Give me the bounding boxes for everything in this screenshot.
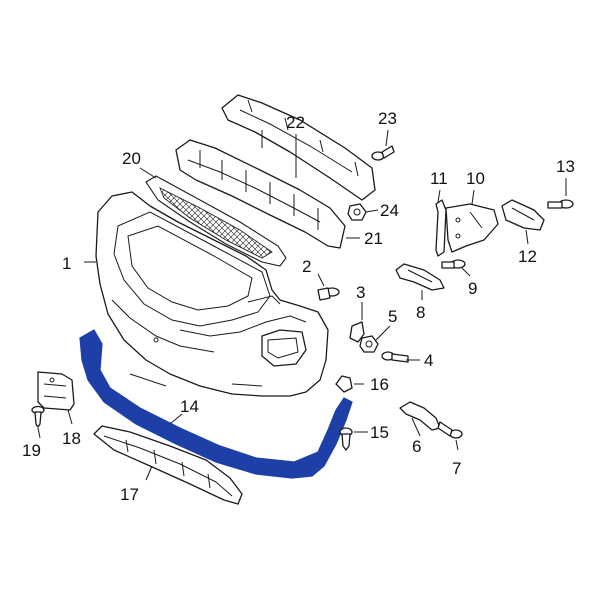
callout-14: 14 <box>180 397 199 416</box>
screw-2 <box>317 287 340 301</box>
callout-4: 4 <box>424 351 433 370</box>
callout-10: 10 <box>466 169 485 188</box>
callout-21: 21 <box>364 229 383 248</box>
callout-13: 13 <box>556 157 575 176</box>
leader-lines <box>37 129 567 481</box>
energy-absorber <box>175 139 346 249</box>
screw-13 <box>547 199 574 209</box>
side-bracket-6 <box>399 401 441 431</box>
callout-labels: 1 2 3 4 5 6 7 8 9 10 11 12 13 14 15 16 1… <box>22 109 575 504</box>
license-bracket <box>37 371 75 411</box>
nut-5 <box>359 335 379 353</box>
callout-2: 2 <box>302 257 311 276</box>
bracket-8 <box>395 263 445 291</box>
bracket-12 <box>501 199 545 231</box>
screw-7 <box>437 421 463 439</box>
callout-11: 11 <box>430 169 448 188</box>
rod-bracket-11 <box>435 199 447 257</box>
callout-9: 9 <box>468 279 477 298</box>
callout-1: 1 <box>62 254 71 273</box>
callout-20: 20 <box>122 149 141 168</box>
callout-15: 15 <box>370 423 389 442</box>
upper-grille <box>145 175 287 267</box>
bumper-reinforcement-beam <box>221 94 376 201</box>
bolt-15 <box>339 427 353 451</box>
bolt-23 <box>371 145 395 161</box>
callout-3: 3 <box>356 283 365 302</box>
side-bracket-10 <box>445 203 499 253</box>
screw-19 <box>31 405 45 428</box>
lower-spoiler-highlighted <box>79 329 353 479</box>
skid-plate <box>93 425 243 505</box>
callout-18: 18 <box>62 429 81 448</box>
callout-12: 12 <box>518 247 537 266</box>
callout-17: 17 <box>120 485 139 504</box>
callout-7: 7 <box>452 459 461 478</box>
callout-16: 16 <box>370 375 389 394</box>
callout-6: 6 <box>412 437 421 456</box>
bumper-cover <box>95 191 329 397</box>
callout-23: 23 <box>378 109 397 128</box>
callout-22: 22 <box>286 113 305 132</box>
nut-24 <box>347 203 367 221</box>
callout-24: 24 <box>380 201 399 220</box>
clip-nut-16 <box>335 375 353 393</box>
clip-3 <box>349 321 365 343</box>
callout-19: 19 <box>22 441 41 460</box>
callout-5: 5 <box>388 307 397 326</box>
callout-8: 8 <box>416 303 425 322</box>
bolt-4 <box>381 351 409 363</box>
screw-9 <box>441 259 466 269</box>
